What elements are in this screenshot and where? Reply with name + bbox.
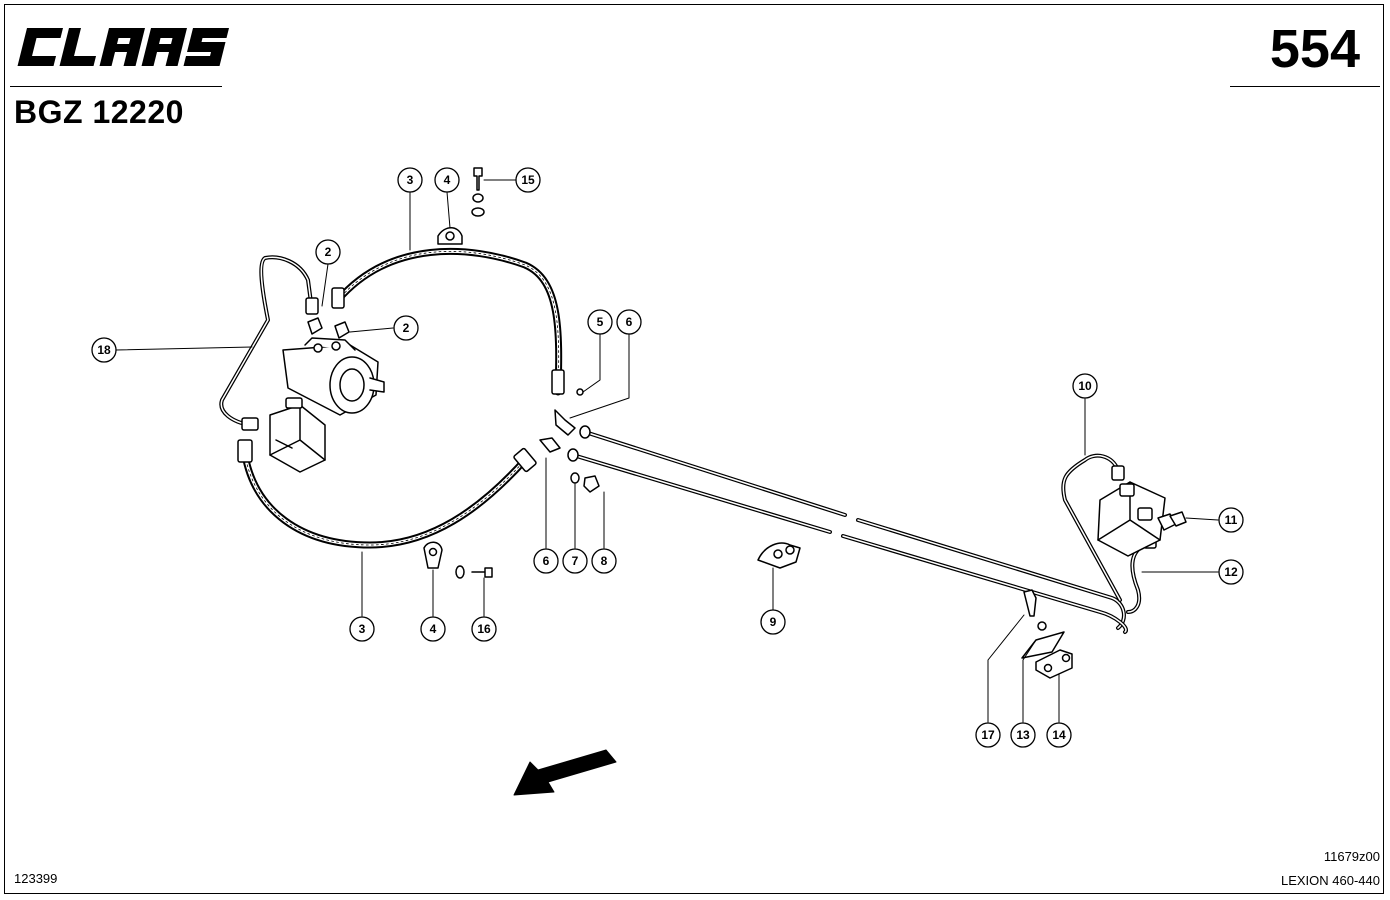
long-pipes bbox=[567, 425, 1128, 634]
callout-label: 7 bbox=[572, 554, 579, 568]
upper-hose bbox=[331, 247, 565, 396]
callout-label: 8 bbox=[601, 554, 608, 568]
valve-block bbox=[269, 397, 326, 473]
drawing-frame bbox=[4, 4, 1384, 894]
doc-code: BGZ 12220 bbox=[14, 94, 184, 130]
page-number: 554 bbox=[1269, 19, 1360, 79]
callout-circle bbox=[434, 167, 460, 193]
callout-label: 3 bbox=[407, 173, 414, 187]
callout-label: 6 bbox=[626, 315, 633, 329]
callout-c2a: 2 bbox=[315, 239, 341, 265]
header-rule-right bbox=[1230, 86, 1380, 87]
callout-circle bbox=[397, 167, 423, 193]
lower-hose bbox=[237, 439, 537, 549]
callout-label: 2 bbox=[403, 321, 410, 335]
fittings-6-7-8 bbox=[539, 388, 600, 493]
hydraulic-motor bbox=[282, 337, 385, 416]
callout-label: 16 bbox=[477, 622, 491, 636]
callout-label: 2 bbox=[325, 245, 332, 259]
claas-logo bbox=[17, 28, 230, 66]
callout-circle bbox=[1218, 507, 1244, 533]
callout-c2b: 2 bbox=[393, 315, 419, 341]
callout-c16: 16 bbox=[471, 616, 497, 642]
callout-c7: 7 bbox=[562, 548, 588, 574]
callout-circle bbox=[1010, 722, 1036, 748]
callout-c17: 17 bbox=[975, 722, 1001, 748]
footer-left-code: 123399 bbox=[14, 871, 58, 886]
callout-label: 10 bbox=[1078, 379, 1092, 393]
callout-circle bbox=[349, 616, 375, 642]
callout-c11: 11 bbox=[1218, 507, 1244, 533]
clip-9 bbox=[757, 542, 801, 569]
callout-label: 3 bbox=[359, 622, 366, 636]
clamp-bottom bbox=[423, 541, 493, 579]
pipe-18 bbox=[219, 255, 319, 431]
callout-label: 9 bbox=[770, 615, 777, 629]
callout-circle bbox=[420, 616, 446, 642]
callout-circle bbox=[533, 548, 559, 574]
callout-circle bbox=[315, 239, 341, 265]
callouts: 3 4 15 2 2 18 5 6 6 7 8 3 4 16 9 10 11 12 17 13 14 bbox=[91, 167, 1244, 748]
callout-label: 12 bbox=[1224, 565, 1238, 579]
callout-circle bbox=[562, 548, 588, 574]
callout-label: 4 bbox=[444, 173, 451, 187]
callout-c6b: 6 bbox=[533, 548, 559, 574]
callout-c4b: 4 bbox=[420, 616, 446, 642]
callout-c3b: 3 bbox=[349, 616, 375, 642]
clamp-top bbox=[437, 167, 485, 245]
callout-label: 18 bbox=[97, 343, 111, 357]
callout-c6a: 6 bbox=[616, 309, 642, 335]
header-rule-left bbox=[10, 86, 222, 87]
callout-circle bbox=[1046, 722, 1072, 748]
callout-label: 5 bbox=[597, 315, 604, 329]
callout-c5: 5 bbox=[587, 309, 613, 335]
footer-drawing-code: 11679z00 bbox=[1323, 849, 1380, 864]
callout-c18: 18 bbox=[91, 337, 117, 363]
callout-c14: 14 bbox=[1046, 722, 1072, 748]
callout-c9: 9 bbox=[760, 609, 786, 635]
clamp-13-14 bbox=[1021, 589, 1073, 679]
callout-c3a: 3 bbox=[397, 167, 423, 193]
callout-circle bbox=[471, 616, 497, 642]
callout-label: 15 bbox=[521, 173, 535, 187]
callout-circle bbox=[591, 548, 617, 574]
callout-c10: 10 bbox=[1072, 373, 1098, 399]
callout-circle bbox=[393, 315, 419, 341]
callout-circle bbox=[1218, 559, 1244, 585]
callout-c13: 13 bbox=[1010, 722, 1036, 748]
callout-label: 13 bbox=[1016, 728, 1030, 742]
callout-label: 4 bbox=[430, 622, 437, 636]
callout-c4a: 4 bbox=[434, 167, 460, 193]
callout-circle bbox=[975, 722, 1001, 748]
callout-label: 14 bbox=[1052, 728, 1066, 742]
direction-arrow bbox=[513, 749, 617, 796]
callout-circle bbox=[760, 609, 786, 635]
callout-label: 11 bbox=[1225, 513, 1238, 527]
fittings-2 bbox=[307, 317, 350, 339]
footer-model: LEXION 460-440 bbox=[1280, 873, 1380, 888]
valve-block-right bbox=[1097, 481, 1187, 557]
leader-lines bbox=[115, 179, 1219, 723]
callout-circle bbox=[515, 167, 541, 193]
callout-circle bbox=[616, 309, 642, 335]
callout-c8: 8 bbox=[591, 548, 617, 574]
callout-circle bbox=[587, 309, 613, 335]
callout-c12: 12 bbox=[1218, 559, 1244, 585]
callout-circle bbox=[1072, 373, 1098, 399]
callout-label: 6 bbox=[543, 554, 550, 568]
callout-label: 17 bbox=[981, 728, 995, 742]
callout-c15: 15 bbox=[515, 167, 541, 193]
callout-circle bbox=[91, 337, 117, 363]
